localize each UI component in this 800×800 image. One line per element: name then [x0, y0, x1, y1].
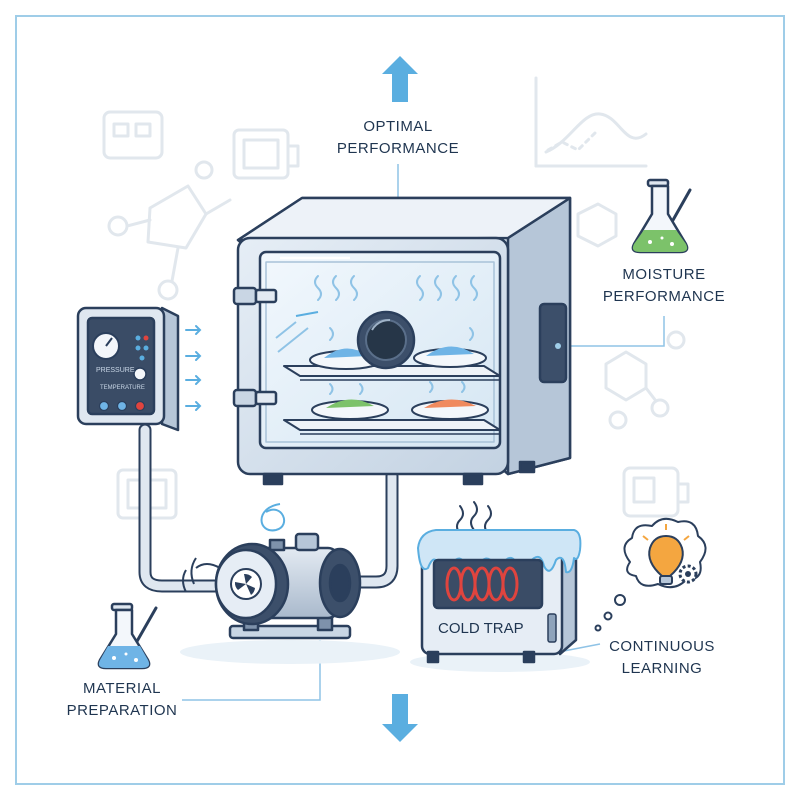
flask-icon: [631, 178, 692, 254]
panel-flow-arrows: [185, 325, 202, 411]
pipes: [138, 423, 399, 593]
label-line: CONTINUOUS: [609, 638, 715, 655]
label-line: PREPARATION: [66, 702, 178, 719]
optimal-performance-label: OPTIMAL PERFORMANCE: [300, 116, 496, 160]
material-preparation-label: MATERIAL PREPARATION: [40, 678, 204, 722]
label-line: LEARNING: [621, 660, 703, 677]
gear-icon: [678, 564, 698, 584]
lightbulb-icon: [642, 524, 690, 585]
freeze-dryer-chamber: [232, 196, 572, 486]
arrow-up-icon: [382, 56, 418, 102]
arrow-down-icon: [382, 694, 418, 742]
cold-trap-icon: [417, 501, 582, 664]
moisture-performance-label: MOISTURE PERFORMANCE: [596, 264, 732, 308]
flask-icon: [97, 602, 158, 670]
cold-trap-label: COLD TRAP: [438, 620, 524, 637]
control-panel-icon: [76, 306, 180, 432]
panel-temperature-label: TEMPERATURE: [100, 385, 145, 391]
panel-pressure-label: PRESSURE: [96, 367, 135, 374]
label-line: MATERIAL: [83, 680, 161, 697]
continuous-learning-label: CONTINUOUS LEARNING: [590, 636, 734, 680]
label-line: PERFORMANCE: [336, 140, 460, 157]
label-line: PERFORMANCE: [602, 288, 726, 305]
vacuum-pump-icon: [182, 503, 362, 640]
label-line: OPTIMAL: [363, 118, 433, 135]
label-line: MOISTURE: [622, 266, 706, 283]
outer-frame: [15, 15, 785, 785]
